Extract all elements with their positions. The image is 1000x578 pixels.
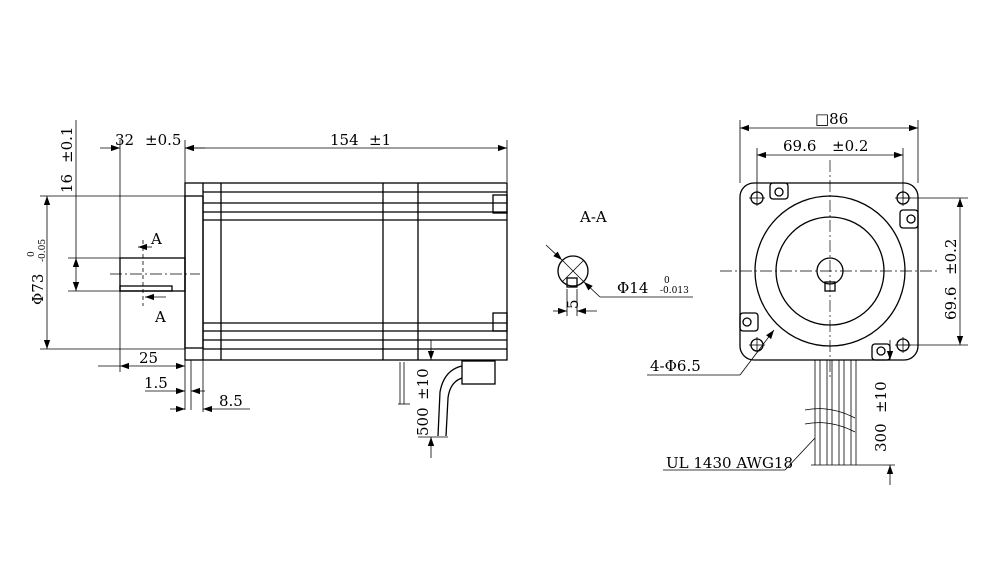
- side-view: [110, 182, 508, 437]
- motor-body-outline: [184, 182, 508, 361]
- section-a-a: [545, 244, 693, 316]
- front-view-dimensions: [647, 120, 968, 485]
- dim-73: Φ73: [29, 274, 47, 305]
- tol-14-upper: 0: [664, 276, 670, 286]
- tol-14-lower: -0.013: [660, 286, 689, 296]
- tol-69-6-h: ±0.2: [832, 137, 868, 155]
- dim-1-5: 1.5: [144, 374, 168, 392]
- tol-73-upper: 0: [27, 251, 37, 257]
- dim-300: 300: [872, 423, 890, 452]
- dim-154: 154: [330, 131, 359, 149]
- dim-69-6-h: 69.6: [783, 137, 816, 155]
- front-flange-square: [739, 182, 919, 361]
- cable-outlet: [461, 360, 496, 385]
- section-title: A-A: [579, 208, 607, 226]
- front-view: [720, 160, 938, 466]
- dim-25: 25: [139, 349, 158, 367]
- dim-32: 32: [115, 131, 134, 149]
- shaft-section-circle: [557, 255, 589, 287]
- key-section: [566, 277, 578, 288]
- shaft-key-flat: [119, 285, 173, 292]
- tol-69-6-v: ±0.2: [942, 239, 960, 275]
- dim-500: 500: [414, 407, 432, 436]
- tol-16: ±0.1: [58, 127, 76, 163]
- cable-spec: UL 1430 AWG18: [666, 454, 793, 472]
- dim-8-5: 8.5: [219, 392, 243, 410]
- front-flange: [184, 195, 204, 349]
- dim-key-5: 5: [564, 299, 582, 309]
- tol-300: ±10: [872, 381, 890, 413]
- side-view-dimensions: [40, 120, 508, 458]
- dim-14: Φ14: [617, 279, 648, 297]
- dim-holes: 4-Φ6.5: [650, 357, 701, 375]
- tol-154: ±1: [369, 131, 391, 149]
- section-marker-bottom: A: [154, 308, 166, 326]
- dim-69-6-v: 69.6: [942, 287, 960, 320]
- section-marker-top: A: [150, 230, 162, 248]
- tol-500: ±10: [414, 368, 432, 400]
- dim-sq-86: □86: [815, 110, 848, 128]
- tol-73-lower: -0.05: [38, 239, 48, 262]
- tol-32: ±0.5: [145, 131, 181, 149]
- dim-16: 16: [58, 174, 76, 193]
